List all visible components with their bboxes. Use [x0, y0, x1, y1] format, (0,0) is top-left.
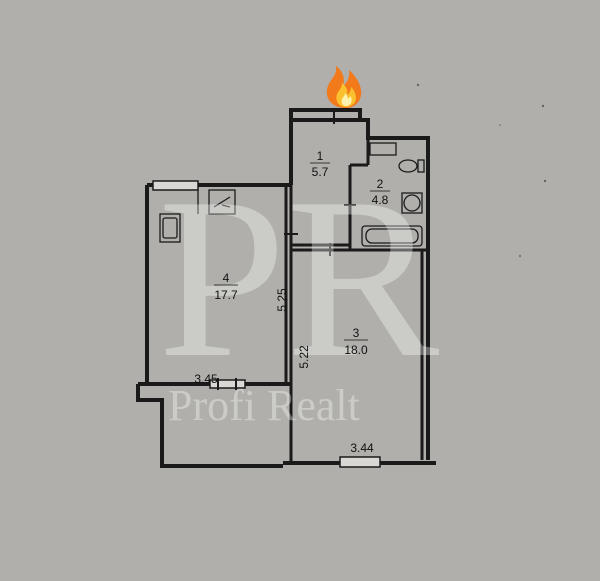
room-3-area: 18.0 [344, 343, 368, 357]
window-kitchen [152, 180, 199, 191]
bath-sink-icon [403, 194, 421, 212]
fixtures [159, 142, 425, 247]
door-marks [217, 110, 356, 390]
watermark-brand: Profi Realt [168, 381, 360, 430]
windows [152, 180, 381, 468]
dim-kitchen-width: 3.45 [194, 372, 218, 386]
room-3-number: 3 [353, 326, 360, 340]
kitchen-sink-icon [159, 213, 181, 243]
dim-room3-height: 5.22 [297, 345, 311, 369]
fire-icon [326, 66, 362, 108]
bathtub-icon [361, 225, 423, 247]
watermark-logo: PR [158, 150, 440, 405]
dim-kitchen-height: 5.25 [275, 288, 289, 312]
room-1-area: 5.7 [312, 165, 329, 179]
inner-walls [284, 138, 428, 463]
watermark: PR Profi Realt [158, 150, 440, 430]
stove-icon [208, 189, 236, 215]
toilet-icon [398, 159, 418, 173]
room-1-number: 1 [317, 149, 324, 163]
room-2-area: 4.8 [372, 193, 389, 207]
background-specks [416, 83, 547, 257]
room-4-area: 17.7 [214, 288, 238, 302]
washbasin-icon [369, 142, 397, 156]
window-room3 [339, 456, 381, 468]
dim-room3-width: 3.44 [350, 441, 374, 455]
window-balcony [209, 379, 246, 389]
room-2-number: 2 [377, 177, 384, 191]
room-labels: 1 5.7 2 4.8 3 18.0 4 17.7 [214, 149, 390, 357]
room-4-number: 4 [223, 271, 230, 285]
dimension-labels: 5.25 5.22 3.45 3.44 [194, 288, 374, 455]
